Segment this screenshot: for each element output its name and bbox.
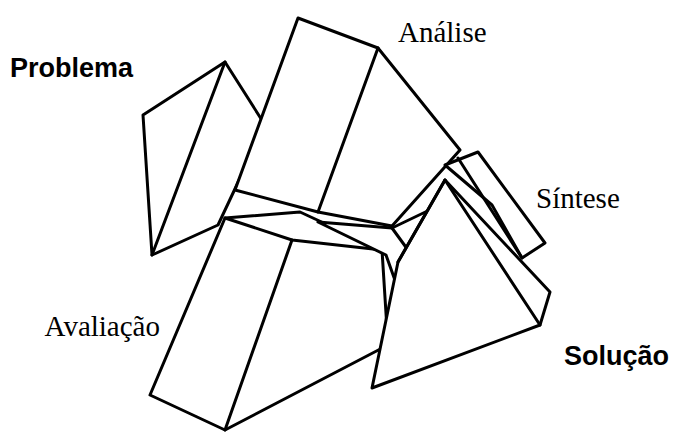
- stage-label: Análise: [398, 18, 487, 47]
- solution-pyramid: [372, 180, 550, 388]
- stage-label: Problema: [10, 55, 133, 82]
- stage-label: Avaliação: [45, 312, 160, 341]
- stage-label: Síntese: [536, 184, 620, 213]
- evaluation-block: [150, 212, 388, 430]
- analysis-block: [235, 18, 460, 226]
- stage-label: Solução: [564, 343, 669, 370]
